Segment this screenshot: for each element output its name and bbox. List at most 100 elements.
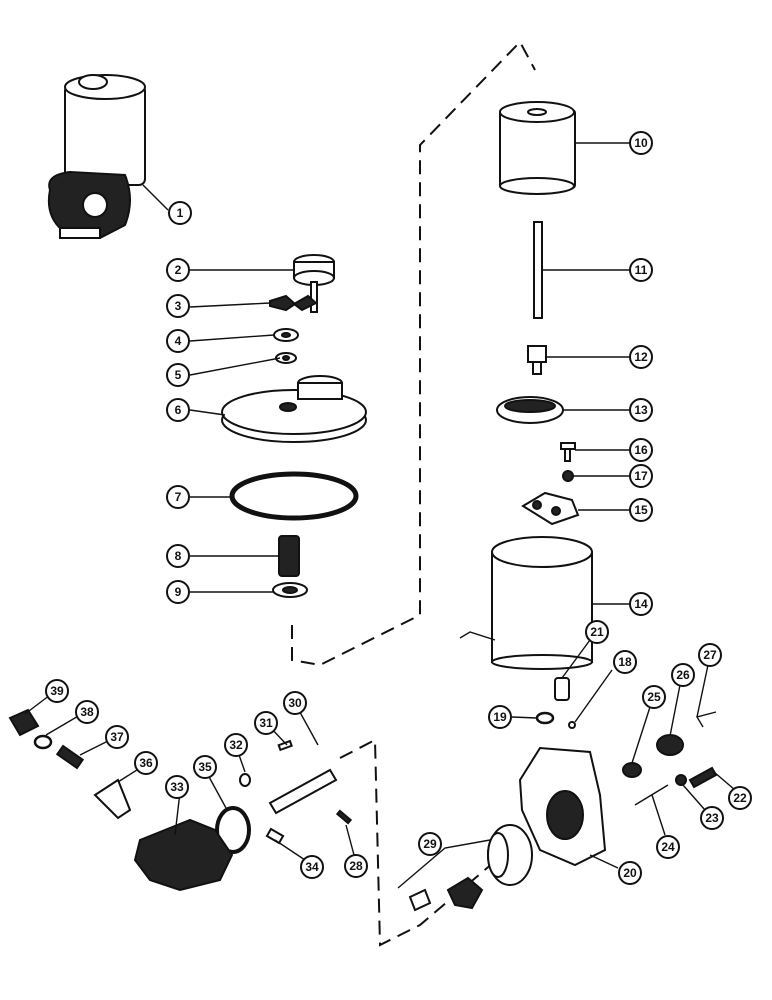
callout-12: 12 [629, 345, 653, 369]
svg-text:28: 28 [349, 859, 363, 873]
stud-part [533, 221, 543, 319]
svg-text:3: 3 [175, 299, 182, 313]
svg-text:32: 32 [229, 738, 243, 752]
svg-text:21: 21 [590, 625, 604, 639]
callout-20: 20 [618, 861, 642, 885]
spring-seat-part [272, 582, 308, 598]
fitting-part [554, 677, 570, 701]
callout-11: 11 [629, 258, 653, 282]
housing-part [133, 818, 234, 892]
svg-text:13: 13 [634, 403, 648, 417]
svg-text:26: 26 [676, 668, 690, 682]
svg-text:18: 18 [618, 655, 632, 669]
reservoir-cover-part [221, 375, 367, 443]
svg-text:2: 2 [175, 263, 182, 277]
lock-washer-part [675, 774, 687, 786]
bolt-part [688, 766, 718, 789]
callout-35: 35 [193, 755, 217, 779]
adjusting-screw-part [634, 784, 669, 806]
svg-text:24: 24 [661, 840, 675, 854]
svg-text:25: 25 [647, 690, 661, 704]
svg-text:35: 35 [198, 760, 212, 774]
valve-part [93, 778, 132, 820]
svg-text:27: 27 [703, 648, 717, 662]
svg-text:9: 9 [175, 585, 182, 599]
svg-text:11: 11 [635, 263, 648, 277]
wing-nut-part [269, 294, 318, 312]
callout-33: 33 [165, 775, 189, 799]
snap-ring-part [695, 711, 717, 728]
callout-3: 3 [166, 294, 190, 318]
drive-shaft-part [268, 768, 338, 815]
reservoir-part [459, 536, 593, 670]
svg-text:6: 6 [175, 403, 182, 417]
callout-1: 1 [168, 201, 192, 225]
svg-text:7: 7 [175, 490, 182, 504]
callout-4: 4 [166, 329, 190, 353]
callout-19: 19 [488, 705, 512, 729]
callout-27: 27 [698, 643, 722, 667]
callout-22: 22 [728, 786, 752, 810]
shaft-o-ring-part [239, 773, 251, 787]
valve-spring-part [55, 744, 85, 770]
callout-38: 38 [75, 700, 99, 724]
callout-36: 36 [134, 751, 158, 775]
svg-text:36: 36 [139, 756, 153, 770]
hex-nut-part [527, 345, 547, 375]
rotor-part [397, 824, 533, 912]
callout-28: 28 [344, 854, 368, 878]
mounting-plate-part [521, 491, 580, 526]
leader-lines [24, 142, 736, 869]
callout-32: 32 [224, 733, 248, 757]
filter-cup-part [496, 396, 564, 424]
callout-16: 16 [629, 438, 653, 462]
check-ball-part [568, 721, 576, 729]
callout-8: 8 [166, 544, 190, 568]
callout-30: 30 [283, 691, 307, 715]
callout-15: 15 [629, 498, 653, 522]
callout-31: 31 [254, 711, 278, 735]
callout-37: 37 [105, 725, 129, 749]
jam-nut-part [622, 762, 642, 778]
svg-text:16: 16 [634, 443, 648, 457]
svg-text:19: 19 [493, 710, 507, 724]
plug-o-ring-part [33, 734, 53, 750]
washer-part [273, 328, 299, 342]
svg-text:38: 38 [80, 705, 94, 719]
callout-10: 10 [629, 131, 653, 155]
assembly-dashed-line-main [291, 40, 536, 667]
filter-element-part [499, 101, 576, 195]
screw-part [560, 442, 576, 462]
svg-text:1: 1 [177, 206, 184, 220]
spring-part [278, 535, 300, 577]
svg-text:30: 30 [288, 696, 302, 710]
svg-text:17: 17 [634, 469, 648, 483]
callout-34: 34 [300, 855, 324, 879]
callout-5: 5 [166, 363, 190, 387]
callout-39: 39 [45, 679, 69, 703]
seal-part [275, 352, 297, 364]
svg-text:14: 14 [634, 597, 648, 611]
callout-2: 2 [166, 258, 190, 282]
svg-text:33: 33 [170, 780, 184, 794]
pump-body-part [518, 746, 607, 867]
svg-text:10: 10 [634, 136, 648, 150]
callout-6: 6 [166, 398, 190, 422]
callout-23: 23 [700, 806, 724, 830]
callout-13: 13 [629, 398, 653, 422]
small-o-ring-part [535, 711, 555, 725]
callout-7: 7 [166, 485, 190, 509]
callout-9: 9 [166, 580, 190, 604]
small-washer-part [562, 470, 574, 482]
callout-17: 17 [629, 464, 653, 488]
callout-29: 29 [418, 832, 442, 856]
svg-text:31: 31 [259, 716, 273, 730]
plug-part [8, 708, 40, 737]
svg-text:8: 8 [175, 549, 182, 563]
svg-text:37: 37 [110, 730, 124, 744]
svg-text:29: 29 [423, 837, 437, 851]
dowel-pin-part [335, 809, 353, 825]
svg-text:23: 23 [705, 811, 719, 825]
cover-o-ring-part [229, 471, 359, 521]
